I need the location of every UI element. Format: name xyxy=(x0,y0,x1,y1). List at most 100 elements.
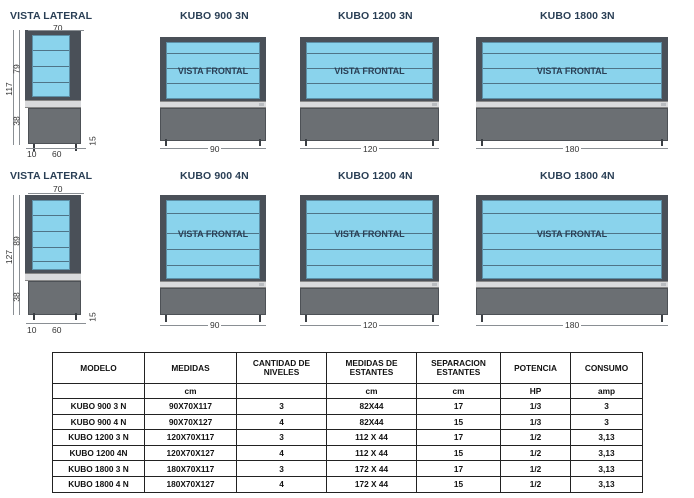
front-view-1800-3n: VISTA FRONTAL xyxy=(476,37,668,146)
unit-cell: cm xyxy=(144,383,237,399)
cell-consumo: 3 xyxy=(570,413,643,431)
foot-dim-3n: 15 xyxy=(87,136,98,146)
unit-cell: cm xyxy=(416,383,501,399)
cell-potencia: 1/2 xyxy=(500,429,571,446)
table-row: KUBO 1800 4 N 180X70X127 4 172 X 44 15 1… xyxy=(52,475,643,493)
height-bottom-3n: 38 xyxy=(11,116,22,126)
depth-dim-4n: 70 xyxy=(53,184,63,194)
height-top-4n: 89 xyxy=(11,236,22,246)
cell-estantes: 112 X 44 xyxy=(326,444,417,462)
header-medidas: MEDIDAS xyxy=(144,352,237,384)
bottom-dim-right-3n: 60 xyxy=(52,149,62,159)
cell-separacion: 15 xyxy=(416,413,501,431)
cell-consumo: 3 xyxy=(570,398,643,415)
header-niveles: CANTIDAD DE NIVELES xyxy=(236,352,327,384)
model-title-1200-4n: KUBO 1200 4N xyxy=(338,170,413,182)
cell-consumo: 3,13 xyxy=(570,444,643,462)
header-consumo: CONSUMO xyxy=(570,352,643,384)
cell-consumo: 3,13 xyxy=(570,429,643,446)
cell-potencia: 1/3 xyxy=(500,413,571,431)
bottom-dim-right-4n: 60 xyxy=(52,325,62,335)
cell-consumo: 3,13 xyxy=(570,460,643,477)
header-modelo: MODELO xyxy=(52,352,145,384)
width-dim-1200-3n: 120 xyxy=(361,144,380,154)
cell-medidas: 180X70X127 xyxy=(144,475,237,493)
cell-niveles: 3 xyxy=(236,429,327,446)
lateral-title-4n: VISTA LATERAL xyxy=(10,170,93,182)
cell-niveles: 3 xyxy=(236,460,327,477)
cell-niveles: 4 xyxy=(236,475,327,493)
depth-dim-3n: 70 xyxy=(53,23,63,33)
cell-modelo: KUBO 900 3 N xyxy=(52,398,145,415)
height-top-3n: 79 xyxy=(11,64,22,74)
cell-potencia: 1/3 xyxy=(500,398,571,415)
cell-medidas: 90X70X127 xyxy=(144,413,237,431)
front-label-1800-3n: VISTA FRONTAL xyxy=(536,66,608,76)
width-dim-1800-3n: 180 xyxy=(563,144,582,154)
unit-cell: cm xyxy=(326,383,417,399)
cell-estantes: 172 X 44 xyxy=(326,475,417,493)
header-estantes: MEDIDAS DE ESTANTES xyxy=(326,352,417,384)
height-bottom-4n: 38 xyxy=(11,292,22,302)
height-total-3n: 117 xyxy=(3,82,14,96)
cell-medidas: 90X70X117 xyxy=(144,398,237,415)
front-label-900-3n: VISTA FRONTAL xyxy=(177,66,249,76)
cell-estantes: 82X44 xyxy=(326,398,417,415)
cell-modelo: KUBO 1200 4N xyxy=(52,444,145,462)
bottom-dim-left-3n: 10 xyxy=(27,149,37,159)
model-title-1800-3n: KUBO 1800 3N xyxy=(540,10,615,22)
front-label-1200-4n: VISTA FRONTAL xyxy=(334,229,405,239)
cell-medidas: 180X70X117 xyxy=(144,460,237,477)
cell-niveles: 3 xyxy=(236,398,327,415)
cell-estantes: 172 X 44 xyxy=(326,460,417,477)
side-view-4n xyxy=(25,195,85,320)
front-view-900-3n: VISTA FRONTAL xyxy=(160,37,266,146)
cell-consumo: 3,13 xyxy=(570,475,643,493)
cell-separacion: 15 xyxy=(416,444,501,462)
front-view-1200-4n: VISTA FRONTAL xyxy=(300,195,439,322)
table-row: KUBO 1800 3 N 180X70X117 3 172 X 44 17 1… xyxy=(52,460,643,477)
cell-medidas: 120X70X127 xyxy=(144,444,237,462)
table-row: KUBO 1200 4N 120X70X127 4 112 X 44 15 1/… xyxy=(52,444,643,462)
side-view-3n xyxy=(25,30,85,151)
cell-potencia: 1/2 xyxy=(500,460,571,477)
unit-cell xyxy=(52,383,145,399)
cell-medidas: 120X70X117 xyxy=(144,429,237,446)
cell-modelo: KUBO 1800 3 N xyxy=(52,460,145,477)
header-separacion: SEPARACION ESTANTES xyxy=(416,352,501,384)
spec-table: MODELO MEDIDAS CANTIDAD DE NIVELES MEDID… xyxy=(52,352,643,493)
table-row: KUBO 1200 3 N 120X70X117 3 112 X 44 17 1… xyxy=(52,429,643,446)
cell-separacion: 17 xyxy=(416,398,501,415)
lateral-title-3n: VISTA LATERAL xyxy=(10,10,93,22)
model-title-1200-3n: KUBO 1200 3N xyxy=(338,10,413,22)
cell-potencia: 1/2 xyxy=(500,475,571,493)
cell-separacion: 17 xyxy=(416,460,501,477)
header-potencia: POTENCIA xyxy=(500,352,571,384)
table-row: KUBO 900 4 N 90X70X127 4 82X44 15 1/3 3 xyxy=(52,413,643,431)
front-view-1200-3n: VISTA FRONTAL xyxy=(300,37,439,146)
model-title-900-3n: KUBO 900 3N xyxy=(180,10,249,22)
front-label-1200-3n: VISTA FRONTAL xyxy=(334,66,405,76)
height-total-4n: 127 xyxy=(4,249,15,265)
unit-cell: amp xyxy=(570,383,643,399)
front-label-900-4n: VISTA FRONTAL xyxy=(177,229,249,239)
width-dim-900-4n: 90 xyxy=(208,320,222,330)
cell-modelo: KUBO 1200 3 N xyxy=(52,429,145,446)
table-units-row: cm cm cm HP amp xyxy=(52,383,643,399)
unit-cell xyxy=(236,383,327,399)
model-title-1800-4n: KUBO 1800 4N xyxy=(540,170,615,182)
model-title-900-4n: KUBO 900 4N xyxy=(180,170,249,182)
unit-cell: HP xyxy=(500,383,571,399)
cell-modelo: KUBO 900 4 N xyxy=(52,413,145,431)
table-header-row: MODELO MEDIDAS CANTIDAD DE NIVELES MEDID… xyxy=(52,352,643,384)
front-view-900-4n: VISTA FRONTAL xyxy=(160,195,266,322)
foot-dim-4n: 15 xyxy=(87,312,98,322)
cell-separacion: 17 xyxy=(416,429,501,446)
width-dim-900-3n: 90 xyxy=(208,144,222,154)
width-dim-1200-4n: 120 xyxy=(361,320,380,330)
table-row: KUBO 900 3 N 90X70X117 3 82X44 17 1/3 3 xyxy=(52,398,643,415)
cell-estantes: 82X44 xyxy=(326,413,417,431)
cell-modelo: KUBO 1800 4 N xyxy=(52,475,145,493)
cell-niveles: 4 xyxy=(236,413,327,431)
cell-estantes: 112 X 44 xyxy=(326,429,417,446)
